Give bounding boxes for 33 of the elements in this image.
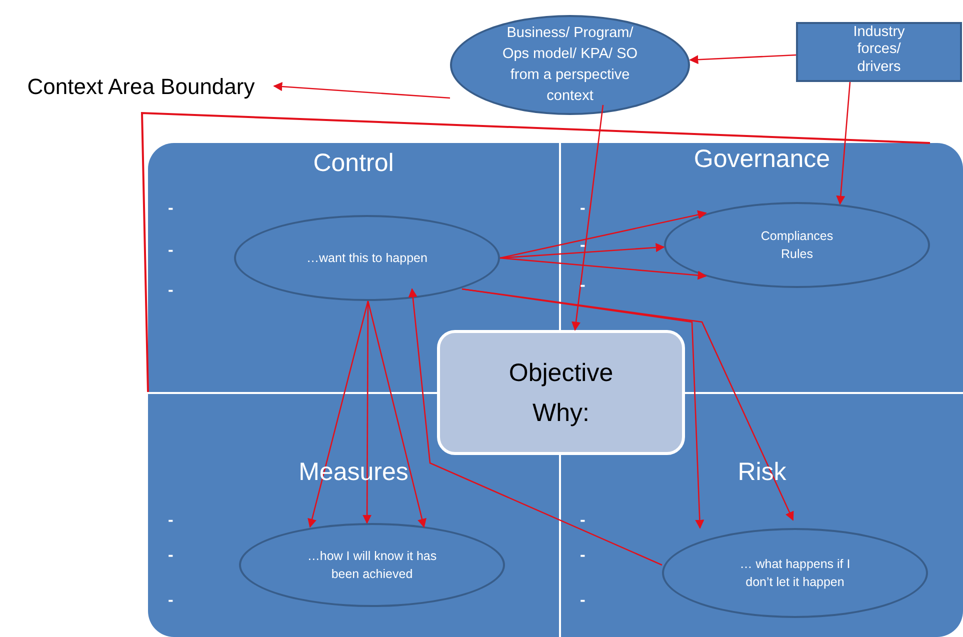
bullet-dash: - — [580, 592, 586, 610]
bullet-dash: - — [168, 512, 174, 530]
arrow — [500, 257, 707, 280]
arrow — [408, 288, 662, 566]
bullet-dash: - — [168, 547, 174, 565]
objective-box — [437, 330, 685, 455]
arrow — [500, 210, 707, 259]
node-text: …want this to happen — [306, 250, 428, 267]
node-text: Objective Why: — [508, 358, 614, 428]
node-text: Industry forces/ drivers — [852, 24, 906, 76]
bullet-dash: - — [580, 512, 586, 530]
bullet-dash: - — [580, 200, 586, 218]
node-text: Context Area Boundary — [27, 73, 255, 101]
quadrant-title: Governance — [692, 145, 832, 174]
arrow — [689, 54, 796, 64]
node-text: Compliances Rules — [760, 228, 834, 263]
node-text: … what happens if I don’t let it happen — [738, 556, 852, 591]
arrow — [367, 300, 426, 528]
arrow — [362, 301, 372, 524]
bullet-dash: - — [580, 237, 586, 255]
arrow — [836, 82, 851, 205]
driver-box — [796, 22, 962, 82]
node-text: Business/ Program/ Ops model/ KPA/ SO from a perspective context — [501, 24, 639, 106]
bullet-dash: - — [168, 282, 174, 300]
arrow — [500, 243, 665, 259]
arrow — [273, 82, 450, 99]
arrow — [462, 288, 794, 521]
bullet-dash: - — [168, 242, 174, 260]
bullet-dash: - — [580, 547, 586, 565]
bullet-dash: - — [168, 200, 174, 218]
quadrant-title: Control — [312, 149, 395, 178]
node-text: …how I will know it has been achieved — [306, 548, 438, 583]
bullet-dash: - — [168, 592, 174, 610]
